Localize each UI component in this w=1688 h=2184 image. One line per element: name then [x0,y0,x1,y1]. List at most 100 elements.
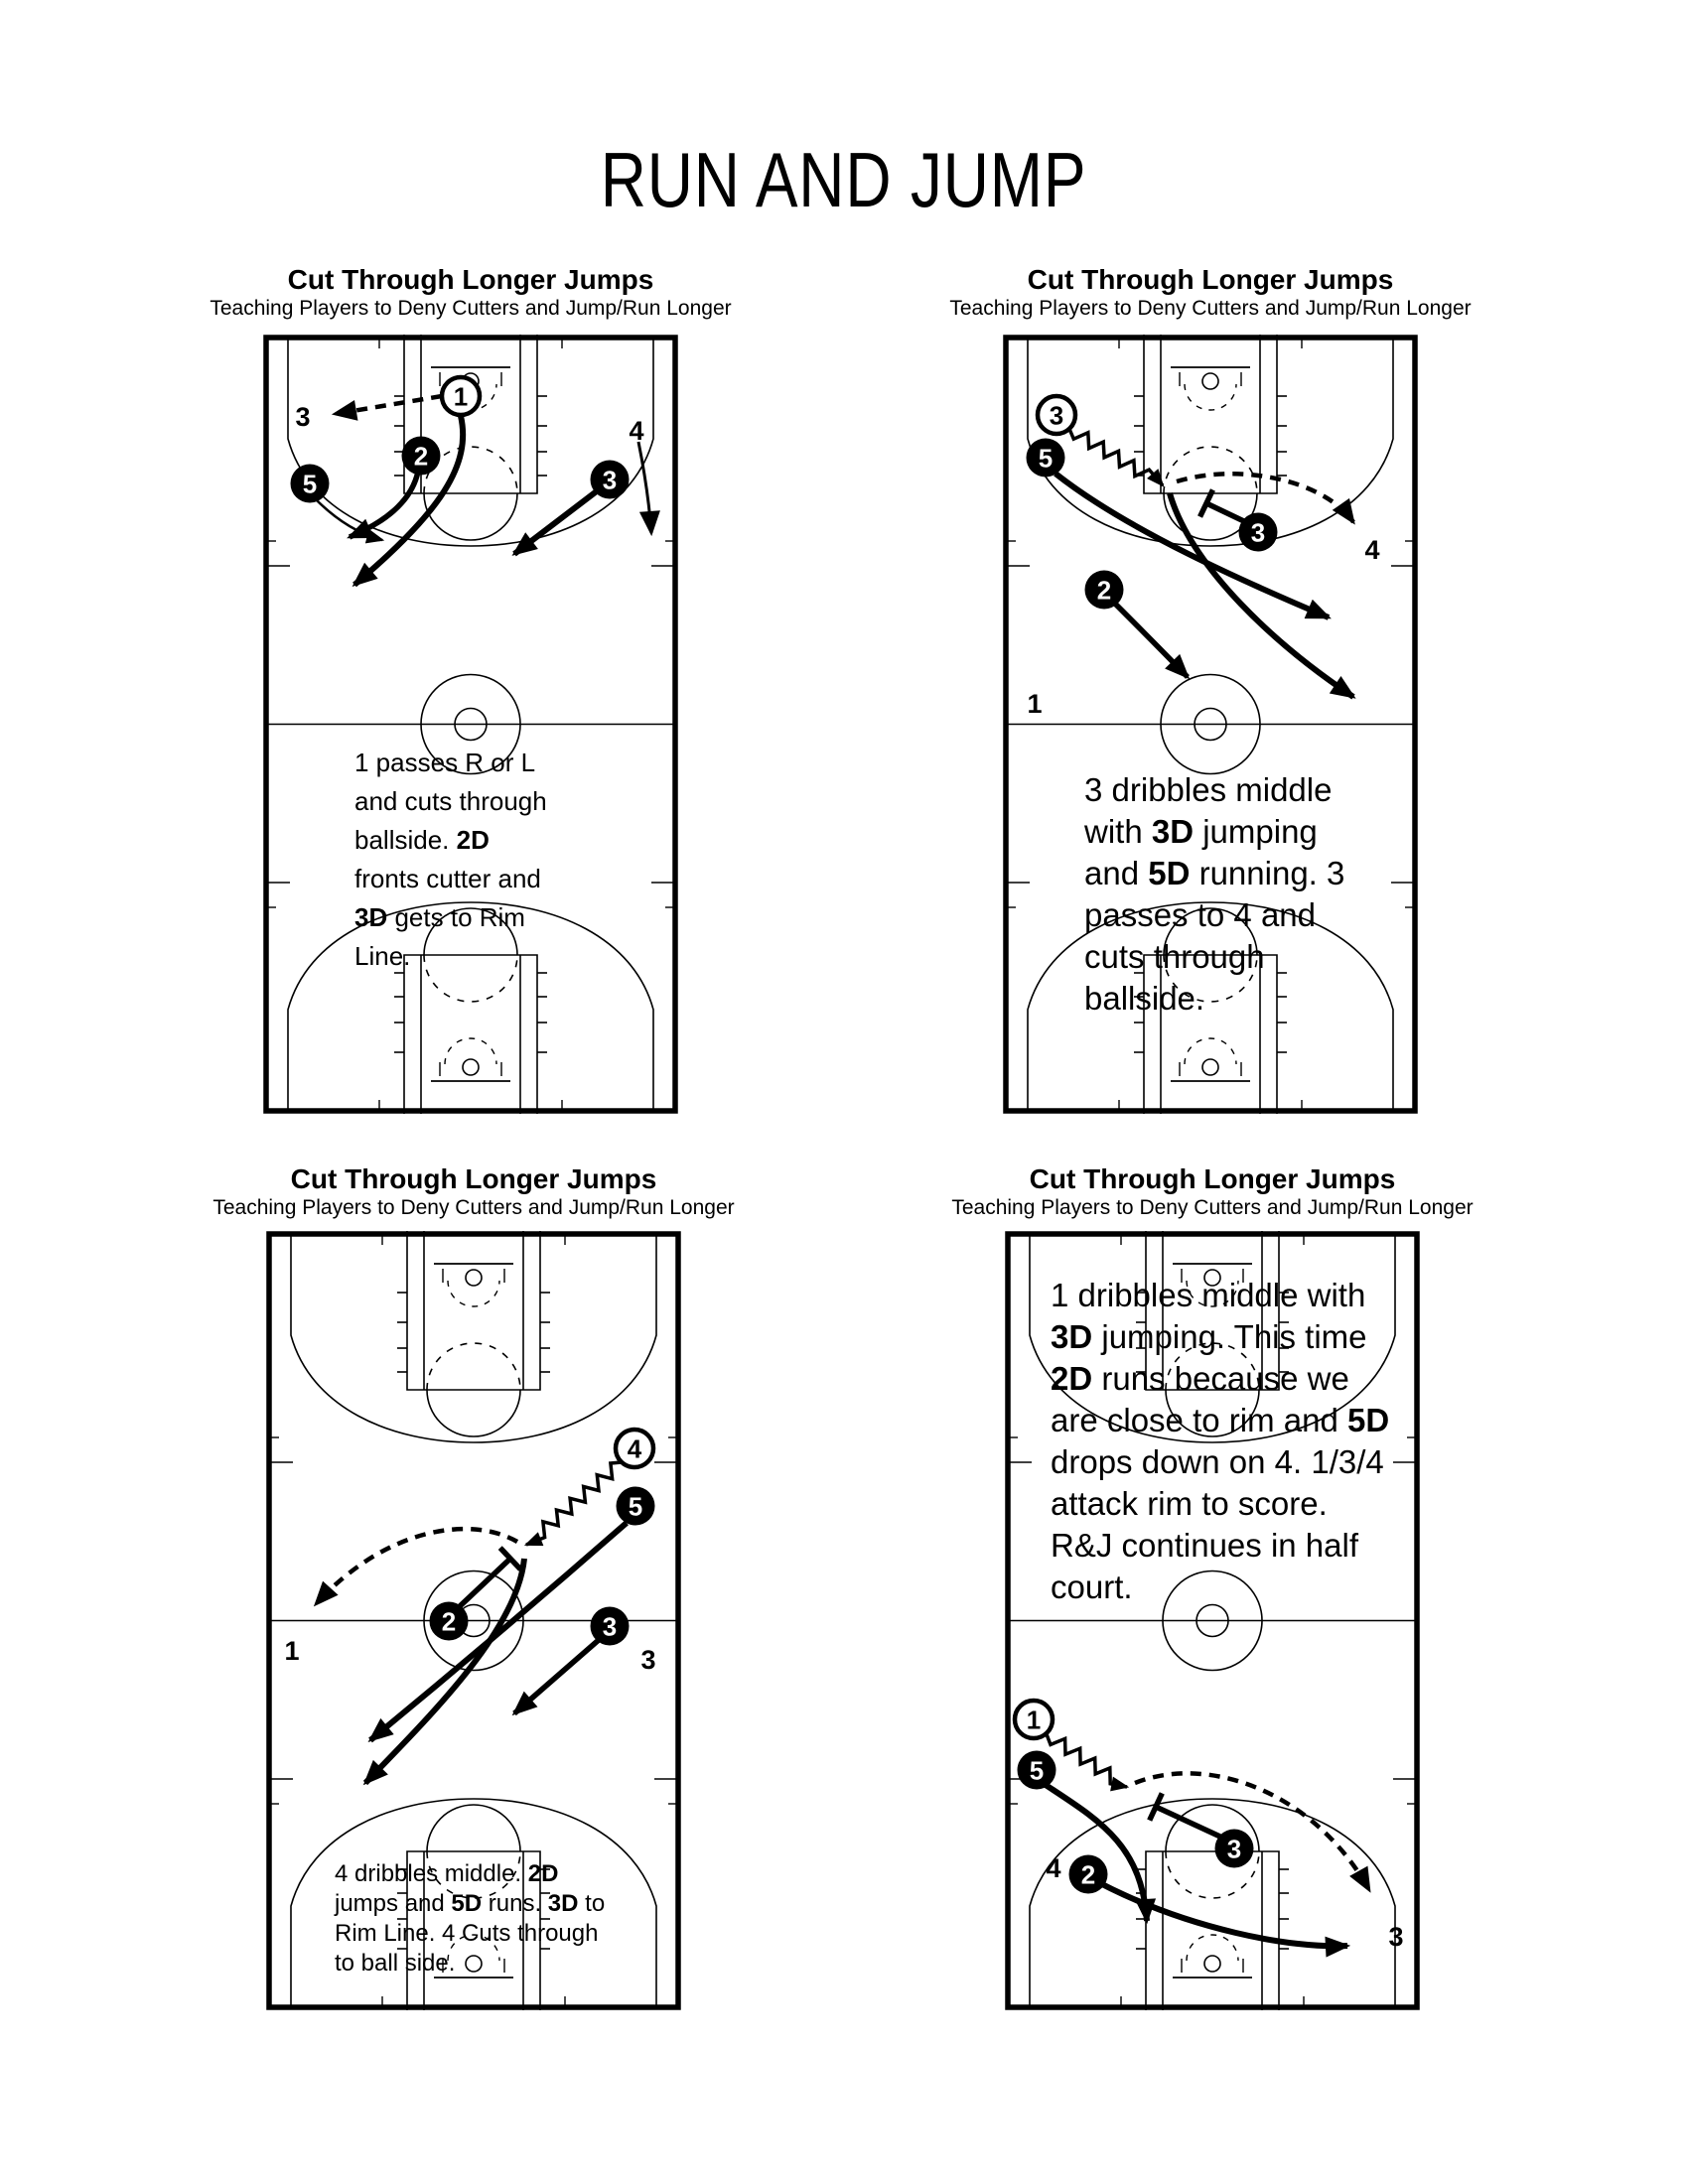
defender-2: 2 [401,436,441,476]
defender-2: 2 [429,1601,469,1641]
panel-subtitle-top-right: Teaching Players to Deny Cutters and Jum… [949,297,1472,320]
floor-label-3: 3 [1388,1922,1403,1952]
floor-label-1: 1 [284,1636,299,1666]
floor-label-1: 1 [1027,689,1042,719]
caption-top-left-line-3: ballside. 2D [354,825,490,855]
move-4-arrow [636,441,660,537]
player-1: 1 [1012,1698,1055,1741]
svg-text:1: 1 [284,1636,299,1666]
svg-text:3: 3 [1050,401,1063,431]
panel-subtitle-bottom-left: Teaching Players to Deny Cutters and Jum… [212,1196,735,1219]
svg-text:3: 3 [640,1645,655,1675]
caption-bottom-right-line-3: 2D runs because we [1051,1360,1349,1397]
court-top-left [263,335,678,1114]
annotations-top-right: 3 5 3 2 4 1 [1026,393,1380,719]
caption-bottom-right-line-4: are close to rim and 5D [1051,1402,1390,1438]
defender-3: 3 [590,1606,630,1646]
svg-text:2: 2 [442,1607,456,1637]
svg-text:4: 4 [1364,535,1379,565]
dribble-1-arrow [1045,1733,1130,1792]
caption-bottom-right-line-7: R&J continues in half [1051,1527,1359,1564]
page-title-text: RUN AND JUMP [601,136,1087,223]
move-3d-arrow [511,1636,602,1716]
svg-text:4: 4 [628,1434,642,1464]
svg-text:3: 3 [603,1612,617,1642]
caption-top-right-line-3: and 5D running. 3 [1084,855,1345,891]
svg-text:5: 5 [1030,1756,1044,1786]
svg-text:3: 3 [603,466,617,495]
svg-text:2: 2 [1081,1860,1095,1890]
floor-label-3: 3 [295,402,310,432]
caption-top-right-line-6: ballside. [1084,980,1205,1017]
caption-top-right-line-5: cuts through [1084,938,1265,975]
panel-title-top-left: Cut Through Longer Jumps [287,264,654,295]
defender-5: 5 [616,1486,655,1526]
svg-text:1: 1 [454,382,468,412]
cut-4-arrow [362,1558,527,1786]
move-5d-arrow [315,498,385,544]
caption-top-right-line-2: with 3D jumping [1084,813,1318,850]
caption-bottom-right-line-2: 3D jumping. This time [1051,1318,1367,1355]
svg-text:4: 4 [1046,1853,1060,1883]
panel-subtitle-bottom-right: Teaching Players to Deny Cutters and Jum… [951,1196,1474,1219]
player-3: 3 [1035,393,1078,437]
caption-bottom-right-line-1: 1 dribbles middle with [1051,1277,1366,1313]
run-5d-arrow [1054,471,1332,620]
floor-label-4: 4 [1364,535,1379,565]
caption-top-left-line-2: and cuts through [354,786,547,816]
caption-bottom-right-line-6: attack rim to score. [1051,1485,1328,1522]
move-3d-arrow [511,487,600,557]
jump-2d-arrow [457,1546,523,1610]
jump-3d-arrow [1197,488,1252,527]
caption-bottom-right-line-5: drops down on 4. 1/3/4 [1051,1443,1384,1480]
pass-3-to-4-arrow [1176,472,1355,525]
run-5d-arrow [367,1520,629,1743]
run-2d-arrow [1098,1880,1351,1958]
caption-top-left-line-6: Line. [354,941,411,971]
floor-label-4: 4 [629,416,643,446]
svg-text:3: 3 [1227,1835,1241,1864]
cut-1-arrow [352,415,467,588]
court-bottom-left [266,1231,681,2010]
panel-title-top-right: Cut Through Longer Jumps [1027,264,1394,295]
svg-text:2: 2 [414,442,428,472]
floor-label-4: 4 [1046,1853,1060,1883]
defender-3: 3 [590,460,630,499]
page-title: RUN AND JUMP [0,135,1688,225]
svg-text:1: 1 [1027,689,1042,719]
caption-bottom-left-line-1: 4 dribbles middle. 2D [335,1860,559,1887]
svg-text:5: 5 [629,1492,642,1522]
defender-2: 2 [1068,1854,1108,1894]
caption-bottom-left-line-4: to ball side. [335,1950,456,1977]
caption-top-left-line-4: fronts cutter and [354,864,541,893]
player-4: 4 [613,1427,656,1470]
caption-bottom-left-line-3: Rim Line. 4 Cuts through [335,1920,599,1947]
drop-5d-arrow [1044,1782,1157,1925]
panel-title-bottom-left: Cut Through Longer Jumps [290,1163,657,1194]
caption-bottom-left: 4 dribbles middle. 2D jumps and 5D runs. … [335,1859,605,1979]
court-bottom-right [1005,1231,1420,2010]
caption-bottom-left-line-2: jumps and 5D runs. 3D to [335,1890,606,1917]
defender-5: 5 [1026,438,1065,478]
svg-text:2: 2 [1097,576,1111,606]
pass-4-to-1-arrow [313,1526,519,1607]
defender-2: 2 [1084,570,1124,610]
move-2d-arrow [347,471,421,540]
jump-3d-arrow [1147,1792,1224,1841]
panel-title-bottom-right: Cut Through Longer Jumps [1029,1163,1396,1194]
caption-bottom-right-line-8: court. [1051,1569,1133,1605]
panel-subtitle-top-left: Teaching Players to Deny Cutters and Jum… [210,297,732,320]
caption-top-right-line-4: passes to 4 and [1084,896,1316,933]
move-2d-arrow [1110,599,1191,680]
caption-top-left-line-5: 3D gets to Rim [354,902,525,932]
annotations-bottom-right: 1 5 3 24 3 [1012,1698,1404,1958]
dribble-3-arrow [1067,428,1165,487]
court-top-right [1003,335,1418,1114]
caption-top-right-line-1: 3 dribbles middle [1084,771,1333,808]
svg-text:3: 3 [1251,518,1265,548]
pass-1-to-3-arrow [331,393,443,421]
